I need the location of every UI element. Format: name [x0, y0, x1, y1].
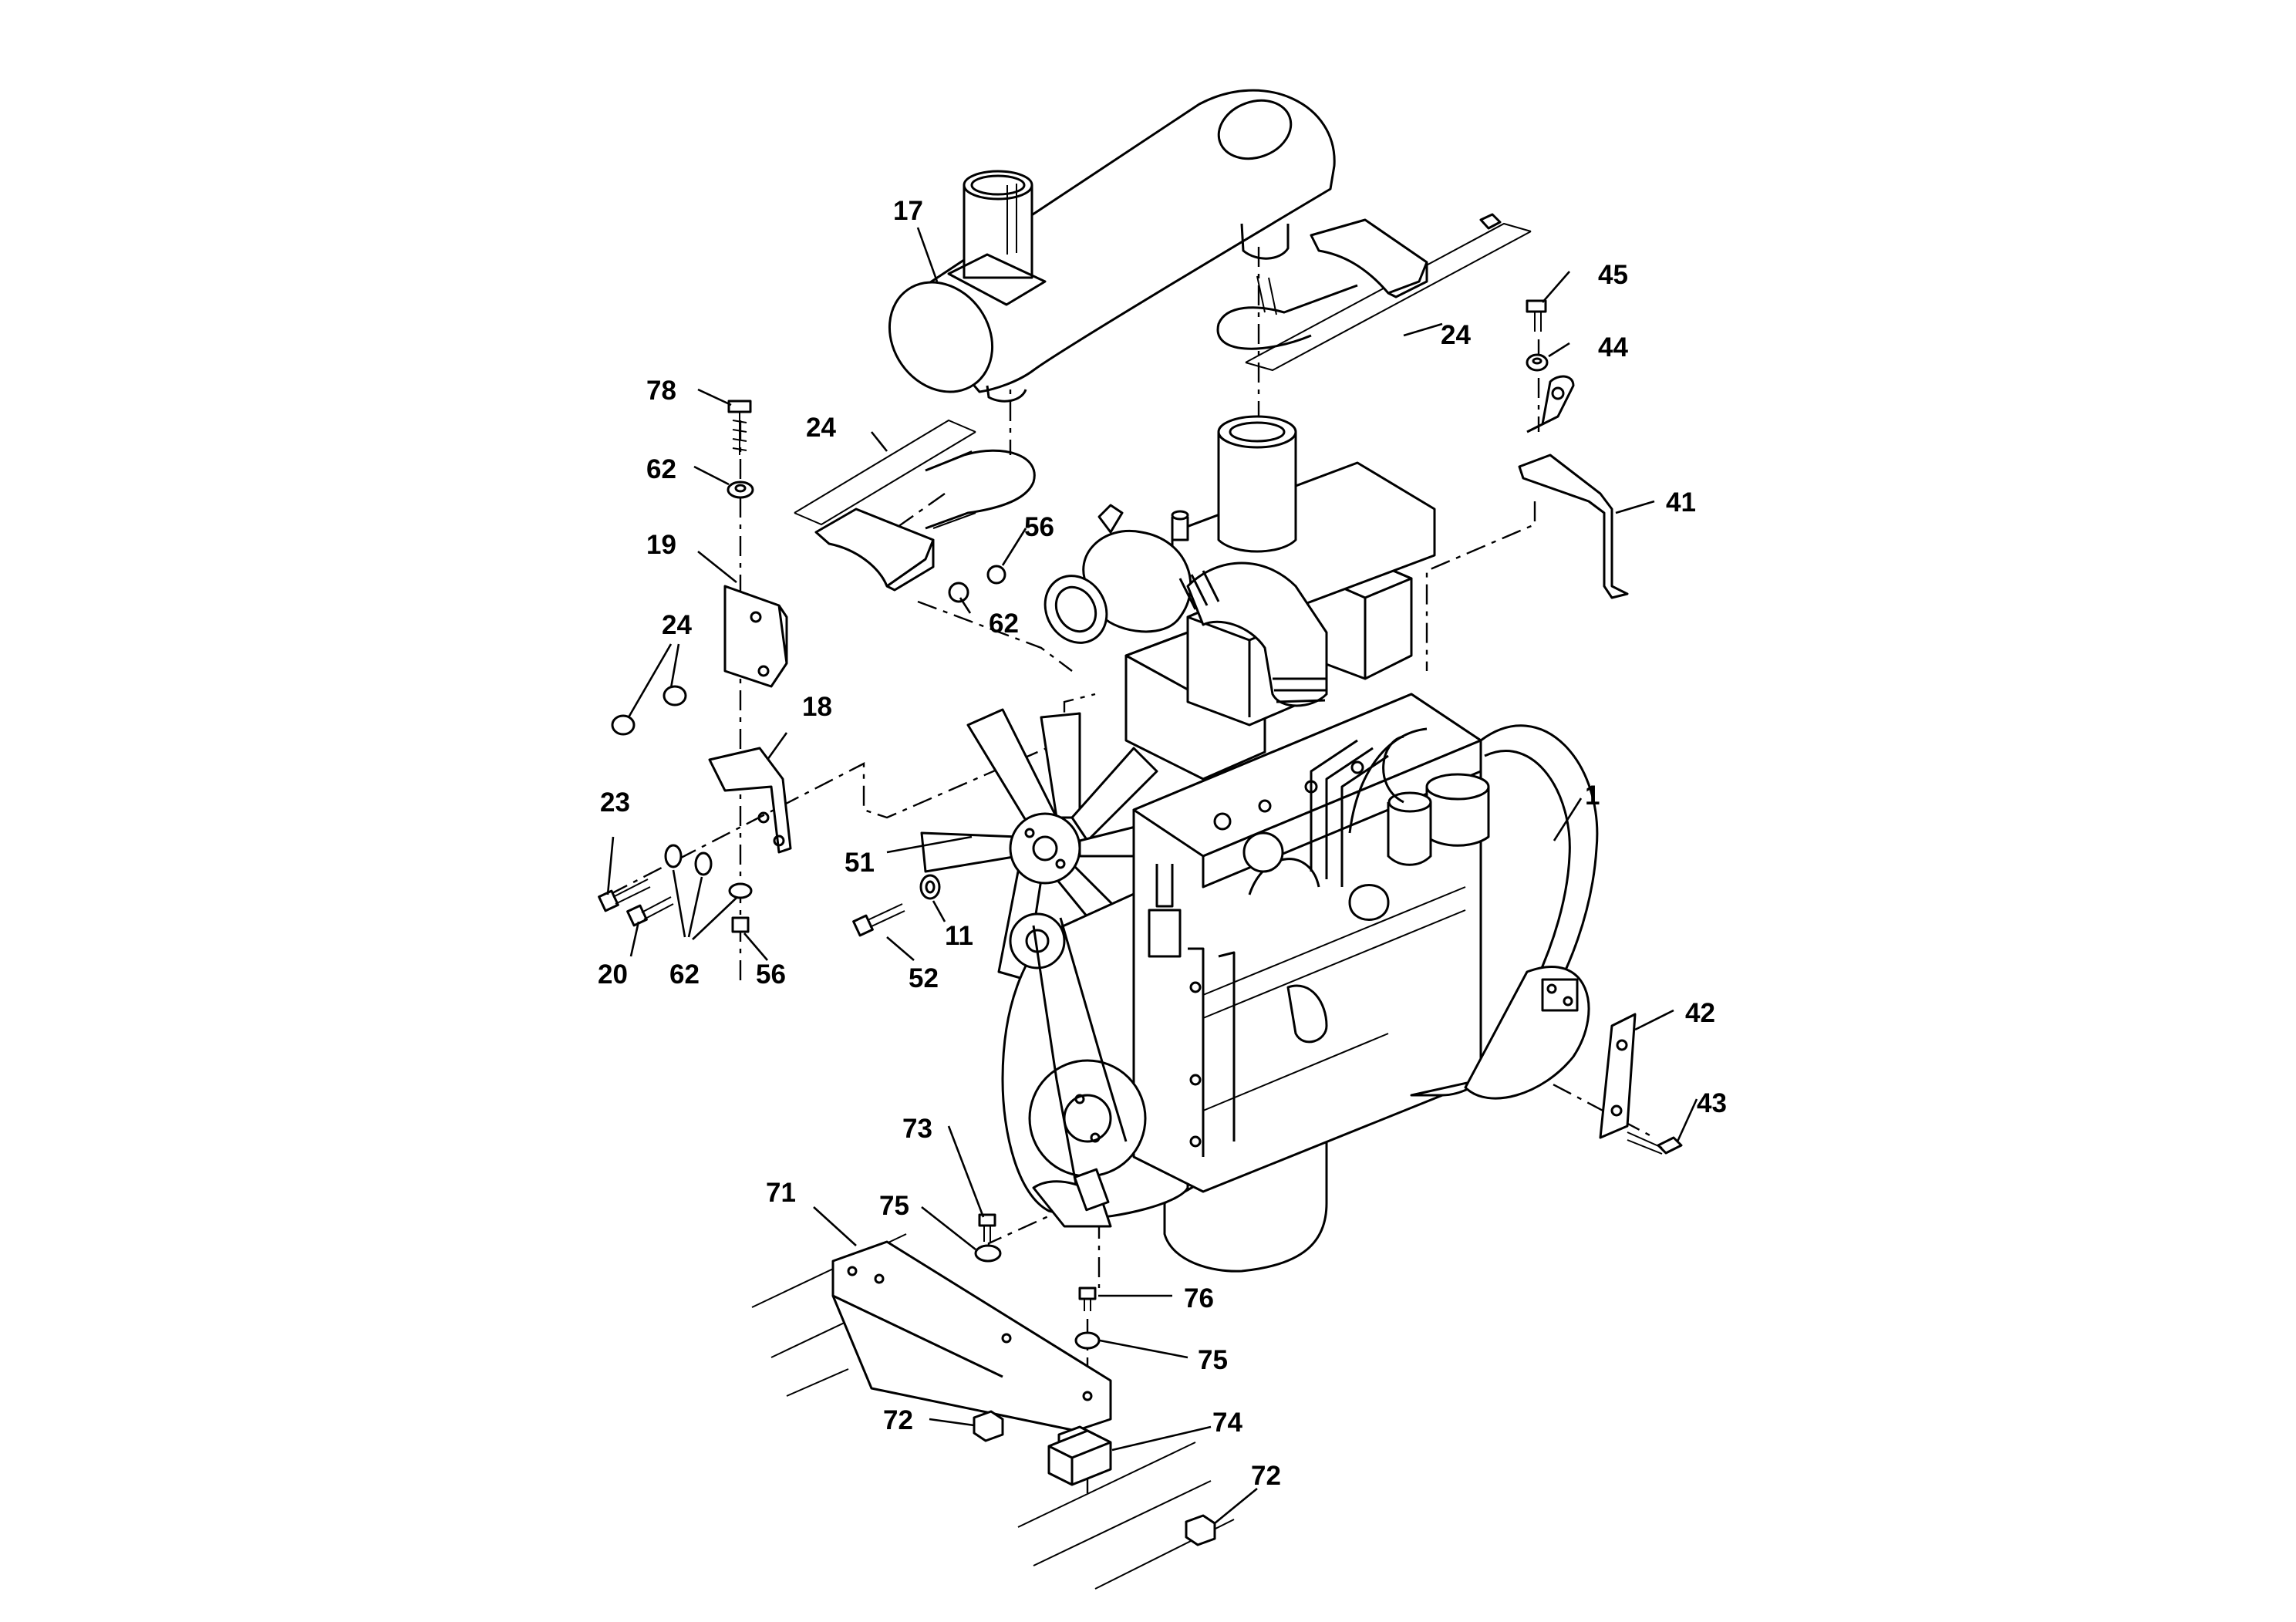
callout-17: 17	[893, 196, 923, 226]
exhaust-clamp-upper	[1216, 213, 1502, 350]
callout-62: 62	[989, 609, 1019, 639]
callout-51: 51	[845, 848, 875, 878]
callout-24: 24	[1441, 320, 1471, 350]
callout-78: 78	[646, 376, 676, 406]
callout-11: 11	[945, 921, 973, 951]
callout-56: 56	[756, 959, 786, 990]
callout-23: 23	[600, 787, 630, 818]
callout-75: 75	[879, 1191, 909, 1221]
exhaust-clamp-lower	[814, 449, 1036, 603]
callout-24: 24	[806, 413, 836, 443]
callout-1: 1	[1585, 781, 1600, 811]
callout-75: 75	[1198, 1345, 1228, 1375]
callout-52: 52	[909, 963, 939, 993]
callout-72: 72	[883, 1405, 913, 1435]
callout-41: 41	[1666, 487, 1696, 518]
callout-72: 72	[1251, 1461, 1281, 1491]
callout-labels: 17 24 45 44 78 24 62 56 41 19 62 24 18 1…	[598, 196, 1727, 1491]
callout-42: 42	[1685, 998, 1715, 1028]
callout-71: 71	[766, 1178, 796, 1208]
leader-lines	[606, 227, 1698, 1525]
callout-45: 45	[1598, 260, 1628, 290]
muffler	[888, 89, 1336, 403]
callout-44: 44	[1598, 332, 1628, 363]
left-bolt-set	[598, 844, 753, 933]
left-bracket-hardware	[611, 400, 792, 854]
kit-bracket-lines	[794, 222, 1532, 526]
callout-24: 24	[662, 610, 692, 640]
callout-62: 62	[669, 959, 700, 990]
callout-62: 62	[646, 454, 676, 484]
right-plate-hardware	[1599, 1013, 1683, 1155]
callout-20: 20	[598, 959, 628, 990]
callout-19: 19	[646, 530, 676, 560]
engine-block	[1001, 415, 1599, 1273]
callout-43: 43	[1697, 1088, 1727, 1118]
right-bracket-hardware	[1518, 299, 1629, 599]
callout-18: 18	[802, 692, 832, 722]
callout-74: 74	[1212, 1408, 1242, 1438]
engine-mount-hardware	[751, 1213, 1235, 1590]
callout-56: 56	[1024, 512, 1054, 542]
callout-76: 76	[1184, 1283, 1214, 1313]
callout-73: 73	[902, 1114, 932, 1144]
